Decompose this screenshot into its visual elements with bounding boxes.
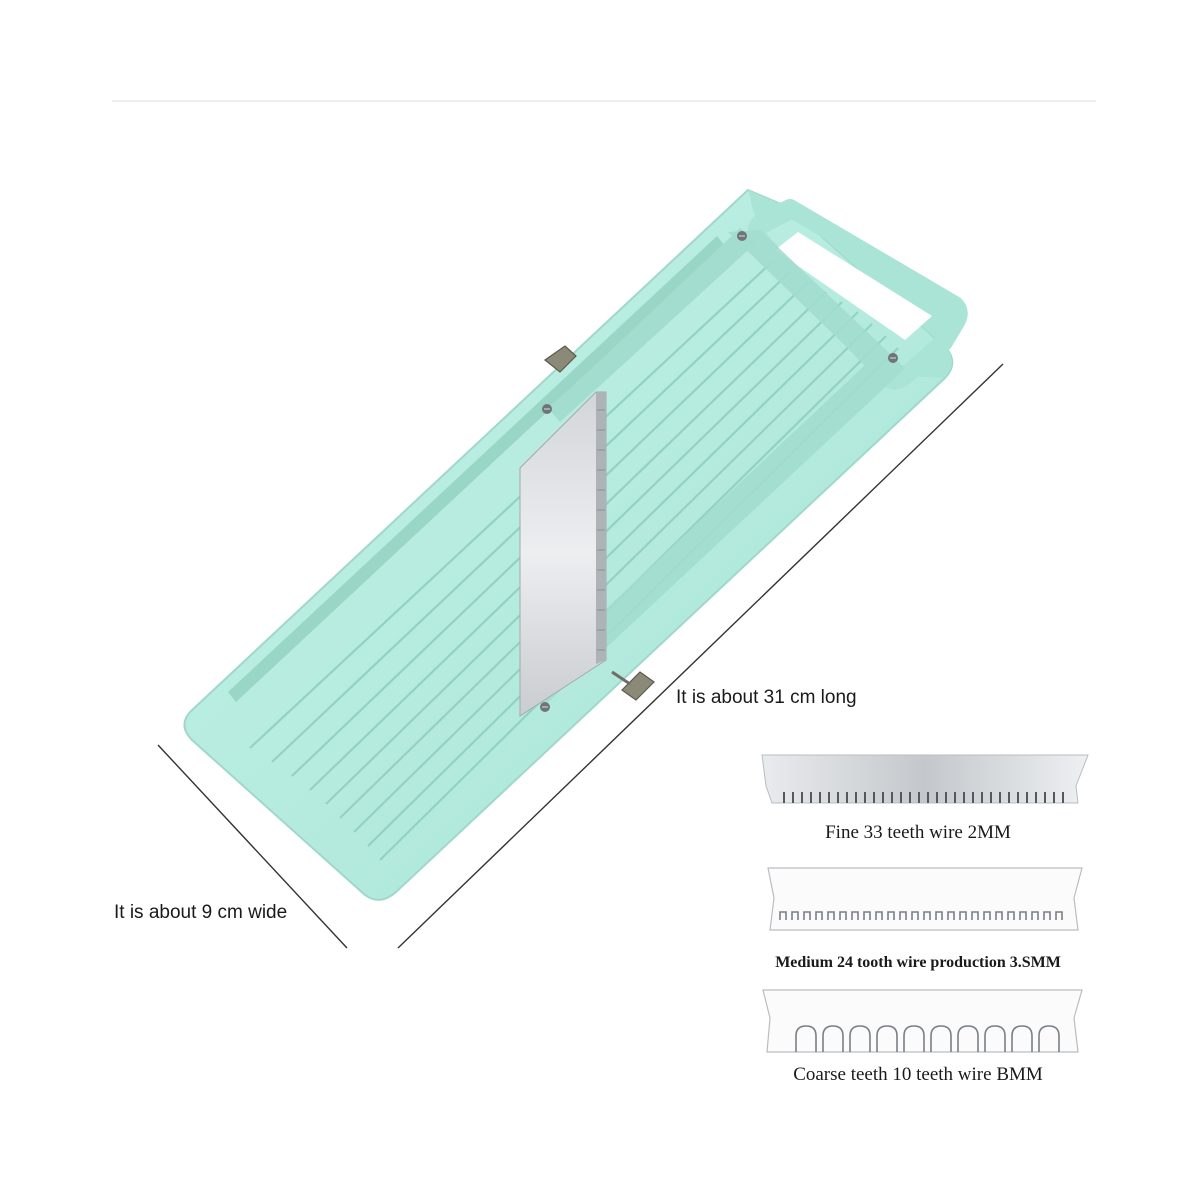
adjuster-knob-icon xyxy=(543,345,655,701)
medium-blade-label: Medium 24 tooth wire production 3.SMM xyxy=(775,954,1061,971)
coarse-blade-label: Coarse teeth 10 teeth wire BMM xyxy=(793,1064,1043,1085)
screw-icon xyxy=(540,231,898,712)
length-label: It is about 31 cm long xyxy=(676,687,857,708)
fine-blade-label: Fine 33 teeth wire 2MM xyxy=(825,822,1011,843)
medium-blade xyxy=(767,867,1083,931)
length-dimension-line xyxy=(397,363,1004,949)
width-dimension-line xyxy=(157,744,348,949)
width-label: It is about 9 cm wide xyxy=(114,902,288,923)
fine-blade xyxy=(761,754,1089,804)
slicer-body xyxy=(183,188,968,901)
coarse-blade xyxy=(762,989,1083,1053)
